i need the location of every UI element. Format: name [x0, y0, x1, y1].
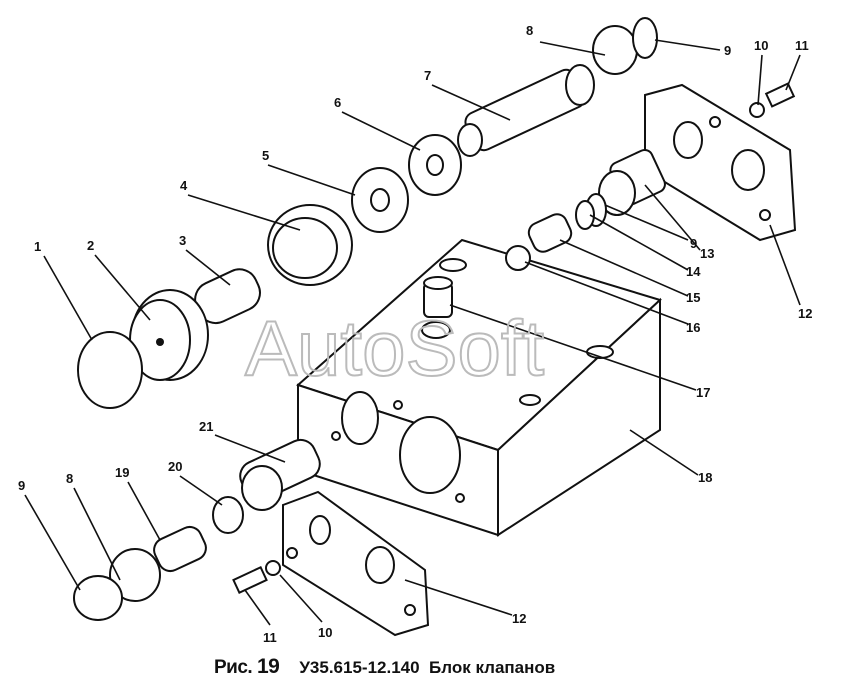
callout: 14 [686, 264, 701, 279]
callout: 11 [263, 630, 277, 645]
callout: 7 [424, 68, 431, 83]
fitting-17 [423, 276, 453, 318]
callout: 13 [700, 246, 714, 261]
figure-label: Рис. 19 [214, 655, 280, 678]
watermark: AutoSoft [245, 304, 545, 392]
callout: 5 [262, 148, 269, 163]
callout: 3 [179, 233, 186, 248]
callout: 10 [754, 38, 768, 53]
callout: 15 [686, 290, 700, 305]
callout: 8 [66, 471, 73, 486]
callout: 21 [199, 419, 213, 434]
callout: 4 [180, 178, 188, 193]
callout: 9 [18, 478, 25, 493]
sleeve-13 [598, 148, 666, 216]
callout: 8 [526, 23, 533, 38]
callout: 18 [698, 470, 712, 485]
part-code: У35.615-12.140 [299, 658, 420, 677]
callout: 1 [34, 239, 41, 254]
callout: 11 [795, 38, 809, 53]
callout: 16 [686, 320, 700, 335]
callout: 10 [318, 625, 332, 640]
callout: 20 [168, 459, 182, 474]
callout: 12 [798, 306, 812, 321]
callout: 6 [334, 95, 341, 110]
callout: 17 [696, 385, 710, 400]
callout: 9 [724, 43, 731, 58]
cover-plate-top [644, 83, 797, 242]
callout: 9 [690, 236, 697, 251]
valve-block-body [296, 238, 662, 537]
callout: 12 [512, 611, 526, 626]
figure-title: Блок клапанов [429, 658, 556, 677]
callout: 19 [115, 465, 129, 480]
valve-7 [457, 64, 595, 157]
leader-lines [24, 39, 801, 626]
callout-labels: 8 9 10 11 7 6 5 4 3 2 1 9 13 14 15 16 12… [18, 23, 812, 645]
figure-prefix: Рис. [214, 657, 253, 678]
figure-caption: Рис. 19 У35.615-12.140 Блок клапанов [214, 655, 555, 679]
callout: 2 [87, 238, 94, 253]
figure-number: 19 [256, 655, 280, 678]
